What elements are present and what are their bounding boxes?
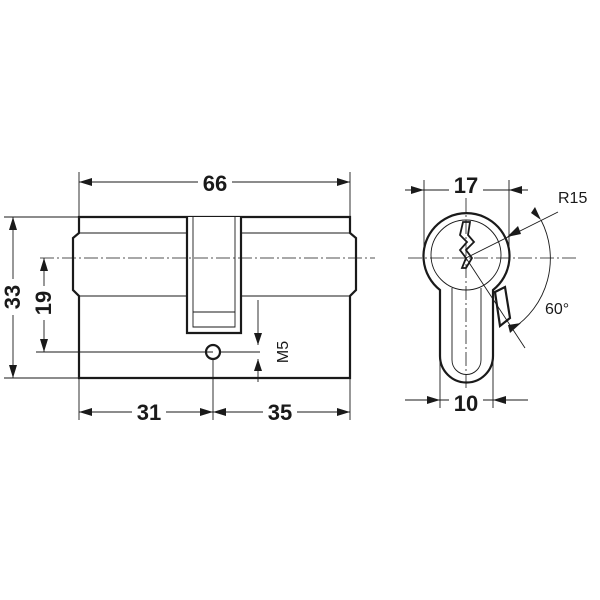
dim-35-text-bg (263, 400, 297, 424)
dim-left-length-text: 31 (137, 400, 161, 425)
dim-17-text-bg (449, 172, 483, 196)
dim-17-arrow-left (411, 186, 424, 194)
dim-height-text: 33 (0, 285, 25, 309)
dim-35-arrow-right (337, 408, 350, 416)
cam-inner (192, 217, 236, 328)
cam-profile (493, 285, 512, 329)
dim-66-arrow-right (337, 178, 350, 186)
dim-right-length-text: 35 (268, 400, 292, 425)
dim-33-arrow-bottom (9, 365, 17, 378)
dim-overall-length-text: 66 (203, 171, 227, 196)
cam-angle-line (465, 257, 526, 349)
dim-19-arrow-top (40, 258, 48, 271)
dim-19-arrow-bottom (40, 339, 48, 352)
dim-33-arrow-top (9, 217, 17, 230)
angle-arrow-bottom (508, 323, 521, 333)
dim-66-arrow-left (79, 178, 92, 186)
side-view: 17 R15 60° 10 (405, 172, 587, 416)
dim-31-text-bg (132, 400, 166, 424)
dim-33-text-bg (1, 279, 25, 315)
radius-arrow (507, 226, 521, 237)
radius-text: R15 (558, 190, 587, 207)
dim-center-height-text: 19 (31, 291, 56, 315)
dim-head-diameter-text: 17 (454, 173, 478, 198)
m5-arrow-top (254, 333, 262, 345)
dim-35-arrow-left (213, 408, 226, 416)
front-view: 66 33 19 M5 31 35 (0, 170, 375, 425)
dim-19-text-bg (33, 286, 55, 320)
inner-web (451, 288, 482, 375)
dim-31-arrow-left (79, 408, 92, 416)
angle-arrow-top (531, 207, 541, 220)
m5-arrow-bottom (254, 359, 262, 371)
dim-web-width-text: 10 (454, 391, 478, 416)
dim-10-text-bg (449, 388, 483, 412)
angle-arc (511, 219, 551, 330)
dim-17-arrow-right (509, 186, 522, 194)
dim-10-arrow-left (427, 396, 440, 404)
cam-angle-text: 60° (545, 301, 569, 318)
screw-thread-text: M5 (275, 341, 292, 363)
dim-10-arrow-right (493, 396, 506, 404)
dim-31-arrow-right (200, 408, 213, 416)
dim-66-text-bg (198, 170, 232, 192)
cam-slot (185, 217, 243, 335)
